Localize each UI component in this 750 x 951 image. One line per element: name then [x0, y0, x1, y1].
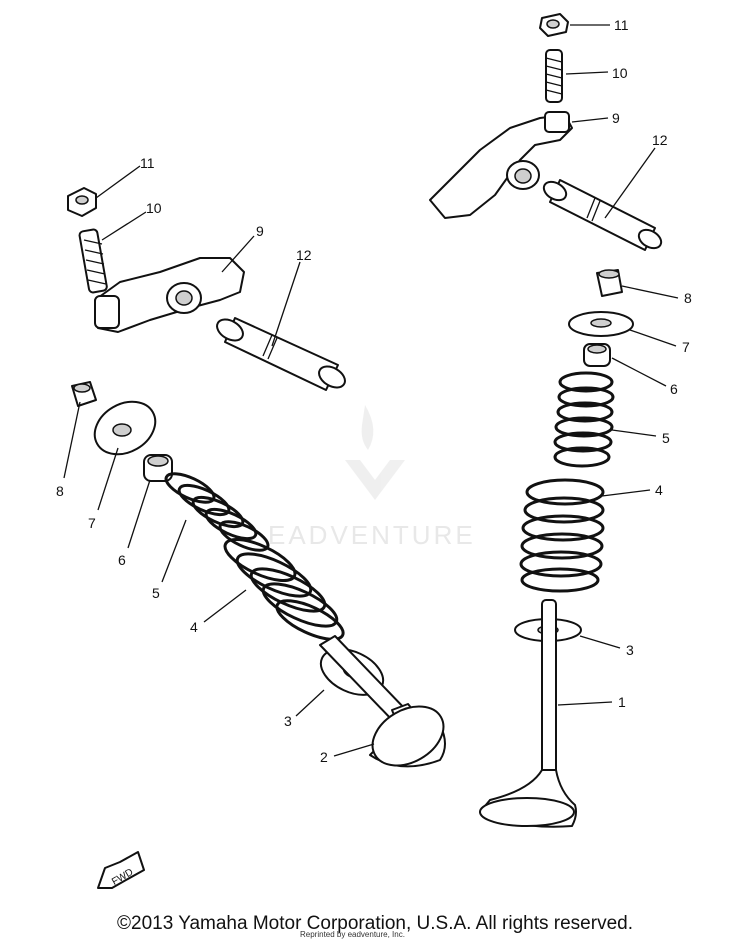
callout-9-right: 9: [612, 110, 620, 126]
watermark-logo-icon: [345, 405, 405, 500]
rocker-arm-left: [94, 257, 245, 333]
nut-right: [539, 13, 569, 37]
adjusting-screw-right: [545, 49, 563, 103]
leader-4-left: [203, 589, 247, 623]
leader-9-right: [571, 117, 609, 123]
leader-12-right: [604, 147, 656, 219]
callout-6-right: 6: [670, 381, 678, 397]
leader-10-right: [565, 71, 609, 75]
callout-3-right: 3: [626, 642, 634, 658]
callout-12-left: 12: [296, 247, 312, 263]
callout-8-left: 8: [56, 483, 64, 499]
rocker-shaft-right: [542, 179, 663, 251]
leader-8-right: [621, 285, 679, 299]
leader-1-right: [557, 701, 613, 706]
callout-3-left: 3: [284, 713, 292, 729]
spring-retainer-right: [568, 311, 634, 337]
callout-6-left: 6: [118, 552, 126, 568]
leader-9-left: [221, 235, 255, 273]
leader-8-left: [63, 401, 81, 479]
nut-left: [67, 187, 97, 217]
leader-2-left: [333, 743, 375, 757]
callout-5-right: 5: [662, 430, 670, 446]
valve-cotter-right: [596, 269, 623, 297]
callout-1-right: 1: [618, 694, 626, 710]
leader-3-right: [579, 635, 621, 649]
outer-spring-right: [519, 478, 605, 593]
forward-arrow-icon: FWD: [97, 851, 145, 889]
callout-7-right: 7: [682, 339, 690, 355]
callout-7-left: 7: [88, 515, 96, 531]
callout-12-right: 12: [652, 132, 668, 148]
callout-11-left: 11: [140, 155, 155, 171]
leader-11-left: [95, 165, 141, 199]
reprint-credit: Reprinted by eadventure, Inc.: [300, 930, 405, 939]
copyright-notice: ©2013 Yamaha Motor Corporation, U.S.A. A…: [117, 913, 633, 934]
leader-3-left: [295, 689, 325, 717]
callout-2-left: 2: [320, 749, 328, 765]
leader-7-left: [97, 447, 119, 511]
leader-10-left: [101, 211, 147, 241]
watermark-text: EADVENTURE: [268, 520, 476, 550]
callout-11-right: 11: [614, 17, 629, 33]
leader-5-right: [611, 429, 657, 437]
adjusting-screw-left: [78, 228, 108, 294]
callout-5-left: 5: [152, 585, 160, 601]
stem-seal-left: [143, 454, 173, 482]
leader-6-right: [611, 357, 667, 387]
inner-spring-right: [553, 371, 615, 468]
callout-10-left: 10: [146, 200, 162, 216]
leader-4-right: [601, 489, 651, 497]
callout-4-right: 4: [655, 482, 663, 498]
leader-12-left: [271, 261, 301, 347]
valve-right: [479, 599, 577, 828]
stem-seal-right: [583, 343, 611, 367]
callout-8-right: 8: [684, 290, 692, 306]
callout-4-left: 4: [190, 619, 198, 635]
rocker-shaft-left: [216, 317, 346, 391]
leader-6-left: [127, 479, 151, 549]
valve-left: [319, 635, 446, 768]
callout-9-left: 9: [256, 223, 264, 239]
valve-cotter-left: [71, 381, 97, 407]
callout-10-right: 10: [612, 65, 628, 81]
leader-5-left: [161, 519, 187, 583]
rocker-arm-right: [429, 111, 573, 219]
spring-retainer-left: [93, 400, 157, 456]
leader-7-right: [629, 329, 677, 347]
outer-spring-left: [223, 538, 345, 641]
